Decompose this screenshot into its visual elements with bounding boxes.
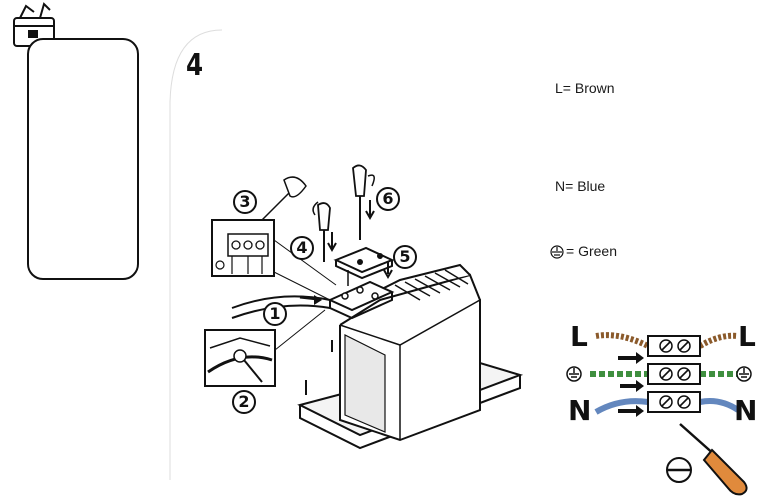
legend-earth: = Green	[566, 243, 617, 259]
legend-neutral-color: Blue	[577, 178, 606, 194]
callout-6: 6	[376, 187, 400, 211]
legend-live-prefix: L=	[555, 80, 571, 96]
earth-ground-icon	[566, 366, 752, 382]
legend-neutral: N= Blue	[555, 178, 605, 194]
earth-ground-icon	[550, 245, 564, 259]
callout-5: 5	[393, 245, 417, 269]
junction-box	[327, 246, 395, 320]
flat-screwdriver-icon	[666, 423, 748, 496]
step-number: 4	[186, 48, 204, 83]
terminal-label-neutral-right: N	[734, 394, 758, 427]
screwdriver-step-6	[352, 164, 393, 280]
callout-4: 4	[290, 236, 314, 260]
step-frame-line	[169, 29, 223, 480]
callout-2: 2	[232, 390, 256, 414]
cable-clamp-inset	[204, 309, 326, 387]
legend-earth-color: Green	[578, 243, 617, 259]
brown-wire-left	[595, 332, 650, 349]
callout-3: 3	[233, 190, 257, 214]
brown-wire-right	[698, 332, 739, 349]
floodlight-housing	[297, 263, 524, 450]
screwdriver-step-4	[312, 201, 349, 286]
legend-neutral-prefix: N=	[555, 178, 574, 194]
callout-1: 1	[263, 302, 287, 326]
legend-live: L= Brown	[555, 80, 615, 96]
legend-live-color: Brown	[574, 80, 615, 96]
terminal-label-neutral-left: N	[568, 394, 592, 427]
wiring-diagram	[590, 332, 740, 417]
tools-panel	[27, 38, 139, 280]
blue-wire-left	[594, 398, 649, 415]
terminal-label-live-left: L	[570, 320, 588, 353]
blue-wire-right	[699, 398, 740, 413]
terminal-block-inset	[211, 176, 337, 301]
terminal-label-live-right: L	[738, 320, 756, 353]
legend-earth-prefix: =	[566, 243, 575, 259]
